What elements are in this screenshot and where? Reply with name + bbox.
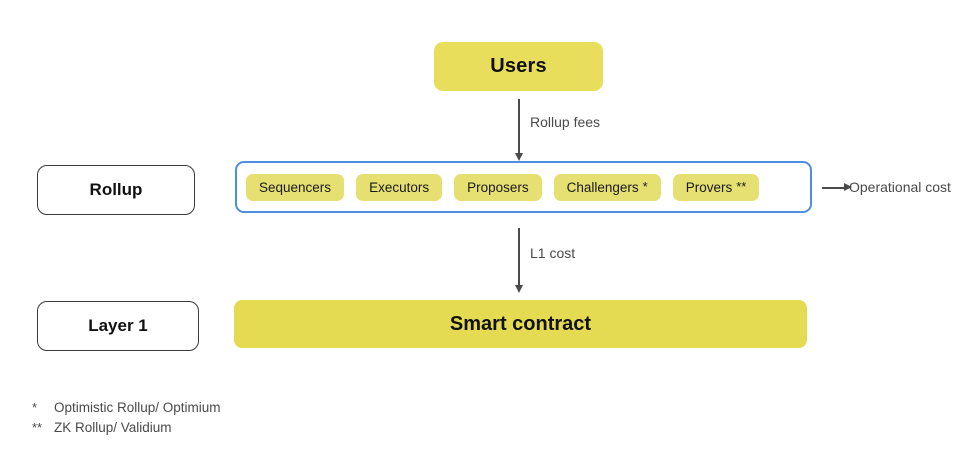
layer-label-rollup[interactable]: Rollup — [37, 165, 195, 215]
pill-sequencers[interactable]: Sequencers — [246, 173, 345, 201]
footnotes: * Optimistic Rollup/ Optimium ** ZK Roll… — [32, 400, 221, 440]
node-smart-contract-label: Smart contract — [449, 312, 592, 335]
footnote-row: ** ZK Rollup/ Validium — [32, 420, 221, 435]
node-users-label: Users — [490, 55, 547, 77]
footnote-text: ZK Rollup/ Validium — [54, 420, 172, 435]
edge-label-operational-cost: Operational cost — [849, 179, 951, 195]
rollup-actors-container: Sequencers Executors Proposers Challenge… — [235, 161, 812, 213]
pill-executors[interactable]: Executors — [356, 173, 443, 201]
node-users[interactable]: Users — [434, 42, 603, 91]
pill-challengers[interactable]: Challengers * — [553, 173, 661, 201]
pill-proposers-label: Proposers — [467, 179, 529, 195]
arrow-users-to-rollup — [514, 99, 523, 161]
footnote-marker: ** — [32, 420, 43, 435]
footnote-text: Optimistic Rollup/ Optimium — [54, 400, 221, 415]
pill-provers-label: Provers — [685, 179, 733, 195]
footnote-row: * Optimistic Rollup/ Optimium — [32, 400, 221, 415]
footnote-marker: * — [32, 400, 38, 415]
layer-label-layer1[interactable]: Layer 1 — [37, 301, 199, 351]
layer-label-layer1-text: Layer 1 — [88, 316, 148, 335]
pill-provers[interactable]: Provers ** — [672, 173, 760, 201]
pill-sequencers-label: Sequencers — [259, 179, 332, 195]
arrow-rollup-to-operational-cost — [822, 184, 852, 191]
pill-provers-footnote-marker: ** — [736, 178, 747, 194]
pill-executors-label: Executors — [369, 179, 430, 195]
pill-proposers[interactable]: Proposers — [454, 173, 542, 201]
arrow-rollup-to-layer1 — [514, 228, 523, 293]
node-smart-contract[interactable]: Smart contract — [234, 300, 807, 348]
pill-challengers-label: Challengers — [566, 179, 639, 195]
edge-label-rollup-fees: Rollup fees — [530, 114, 601, 130]
layer-label-rollup-text: Rollup — [89, 180, 143, 199]
pill-challengers-footnote-marker: * — [642, 178, 648, 194]
edge-label-l1-cost: L1 cost — [530, 245, 576, 261]
